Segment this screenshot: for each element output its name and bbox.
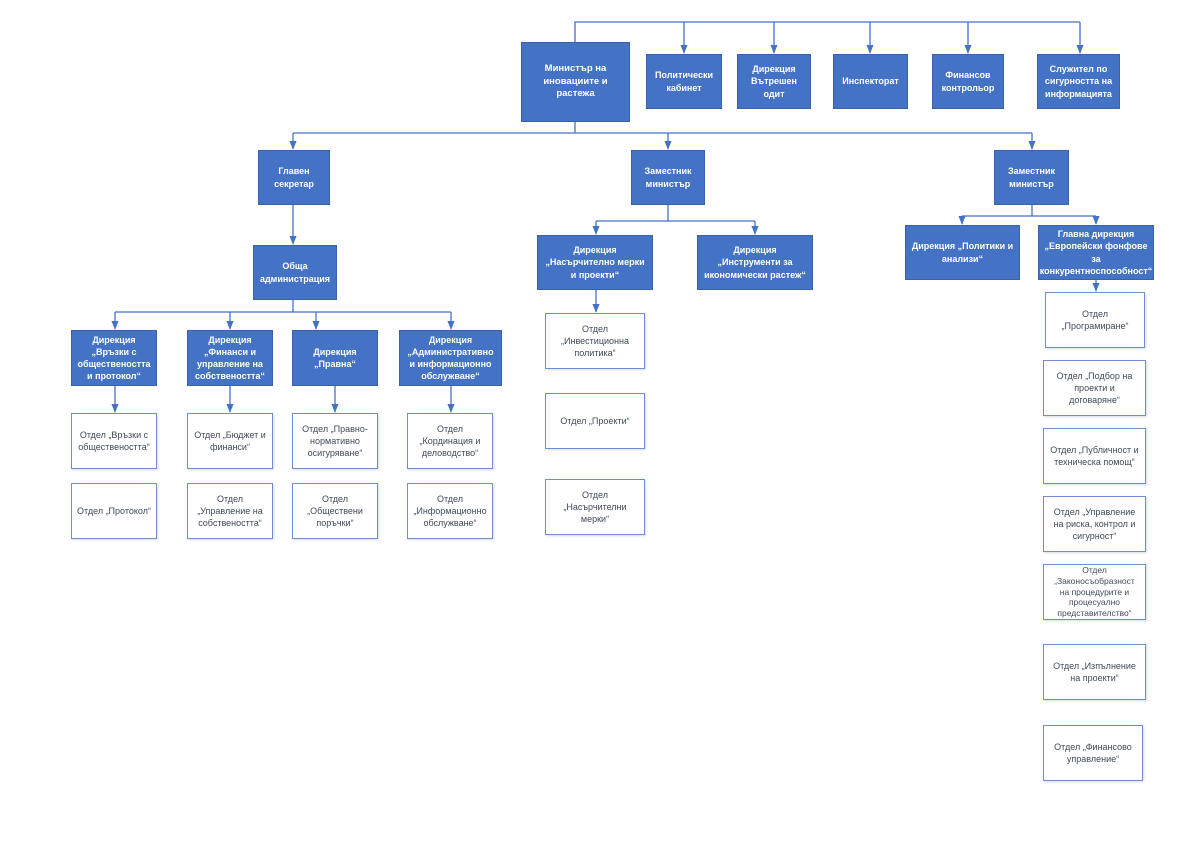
node-dir-eu-funds: Главна дирекция „Европейски фонфове за к… [1038,225,1154,280]
node-dept-projects: Отдел „Проекти“ [545,393,645,449]
node-dir-legal: Дирекция „Правна“ [292,330,378,386]
node-label: Дирекция „Финанси и управление на собств… [195,334,265,382]
node-label: Отдел „Правно-нормативно осигуряване“ [302,423,368,459]
node-label: Служител по сигурността на информацията [1044,64,1113,99]
node-label: Отдел „Публичност и техническа помощ“ [1050,444,1139,467]
node-label: Обща администрация [259,261,331,284]
node-label: Отдел „Кординация и деловодство“ [419,423,481,459]
node-dept-encouragement-measures: Отдел „Насърчителни мерки“ [545,479,645,535]
node-label: Дирекция „Инструменти за икономически ра… [704,245,806,280]
node-general-administration: Обща администрация [253,245,337,300]
node-dept-financial-management: Отдел „Финансово управление“ [1043,725,1143,781]
node-label: Дирекция „Правна“ [313,346,357,369]
node-label: Дирекция Вътрешен одит [751,64,797,99]
connector-general-admin-bus [115,300,451,313]
node-dir-encouragement: Дирекция „Насърчително мерки и проекти“ [537,235,653,290]
node-dept-programming: Отдел „Програмиране“ [1045,292,1145,348]
node-deputy-minister-2: Заместник министър [994,150,1069,205]
node-dept-investment-policy: Отдел „Инвестиционна политика“ [545,313,645,369]
node-label: Отдел „Информационно обслужване“ [413,493,487,529]
connector-minister-level2-bus [293,122,1032,134]
connector-deputy1-bus [596,205,755,222]
node-label: Главен секретар [274,166,314,189]
node-label: Отдел „Връзки с обществеността“ [78,429,150,452]
node-chief-secretary: Главен секретар [258,150,330,205]
node-label: Отдел „Подбор на проекти и договаряне“ [1056,370,1133,406]
node-dept-risk: Отдел „Управление на риска, контрол и си… [1043,496,1146,552]
node-label: Дирекция „Политики и анализи“ [911,241,1014,264]
node-dept-coordination: Отдел „Кординация и деловодство“ [407,413,493,469]
node-dept-info-service: Отдел „Информационно обслужване“ [407,483,493,539]
node-label: Отдел „Изпълнение на проекти“ [1053,660,1136,683]
node-label: Отдел „Проекти“ [560,415,630,426]
node-security-officer: Служител по сигурността на информацията [1037,54,1120,109]
node-label: Политически кабинет [654,70,714,93]
node-label: Отдел „Бюджет и финанси“ [194,429,266,452]
node-dir-finance: Дирекция „Финанси и управление на собств… [187,330,273,386]
node-dept-legality: Отдел „Законосъобразност на процедурите … [1043,564,1146,620]
node-minister: Министър на иновациите и растежа [521,42,630,122]
node-label: Заместник министър [1007,166,1056,189]
node-dir-admin-info: Дирекция „Административно и информационн… [399,330,502,386]
node-label: Отдел „Програмиране“ [1061,308,1129,331]
connector-deputy2-bus [962,205,1096,217]
node-label: Отдел „Обществени поръчки“ [307,493,363,529]
node-label: Главна дирекция „Европейски фонфове за к… [1039,229,1153,276]
node-dept-implementation: Отдел „Изпълнение на проекти“ [1043,644,1146,700]
node-label: Отдел „Управление на риска, контрол и си… [1053,506,1136,542]
node-label: Отдел „Управление на собствеността“ [197,493,263,529]
node-political-cabinet: Политически кабинет [646,54,722,109]
node-label: Дирекция „Административно и информационн… [407,334,494,382]
node-dept-legal-normative: Отдел „Правно-нормативно осигуряване“ [292,413,378,469]
node-dept-protocol: Отдел „Протокол“ [71,483,157,539]
node-label: Министър на иновациите и растежа [543,62,608,100]
node-label: Финансов контрольор [941,70,995,93]
node-label: Отдел „Протокол“ [77,505,151,516]
node-inspectorate: Инспекторат [833,54,908,109]
node-label: Заместник министър [644,166,692,189]
node-dir-policies: Дирекция „Политики и анализи“ [905,225,1020,280]
connector-minister-staff-bus [574,21,1080,42]
node-label: Отдел „Финансово управление“ [1054,741,1132,764]
node-dept-selection: Отдел „Подбор на проекти и договаряне“ [1043,360,1146,416]
node-label: Отдел „Насърчителни мерки“ [563,489,627,525]
node-financial-controller: Финансов контрольор [932,54,1004,109]
node-deputy-minister-1: Заместник министър [631,150,705,205]
node-label: Отдел „Законосъобразност на процедурите … [1054,564,1135,619]
node-label: Дирекция „Насърчително мерки и проекти“ [545,245,645,280]
node-label: Дирекция „Връзки с обществеността и прот… [77,334,151,382]
node-dir-public-relations: Дирекция „Връзки с обществеността и прот… [71,330,157,386]
node-label: Инспекторат [842,76,899,87]
node-dept-budget: Отдел „Бюджет и финанси“ [187,413,273,469]
node-label: Отдел „Инвестиционна политика“ [561,323,629,359]
node-dept-procurement: Отдел „Обществени поръчки“ [292,483,378,539]
node-dept-public-relations: Отдел „Връзки с обществеността“ [71,413,157,469]
node-dept-property: Отдел „Управление на собствеността“ [187,483,273,539]
node-dir-economic-instruments: Дирекция „Инструменти за икономически ра… [697,235,813,290]
node-dept-publicity: Отдел „Публичност и техническа помощ“ [1043,428,1146,484]
node-internal-audit: Дирекция Вътрешен одит [737,54,811,109]
